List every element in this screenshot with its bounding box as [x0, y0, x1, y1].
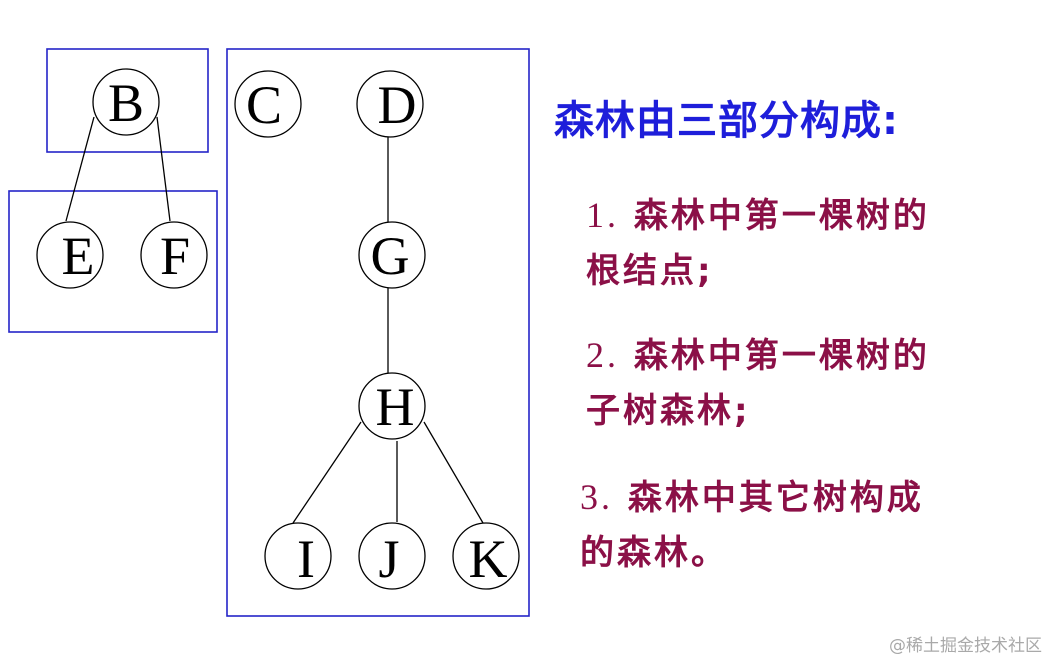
point-1-text-1: 森林中第一棵树的 — [633, 196, 930, 236]
node-f: F — [140, 221, 208, 289]
point-1-line-1: 1. 森林中第一棵树的 — [586, 188, 1026, 244]
point-3-line-1: 3. 森林中其它树构成 — [580, 470, 1020, 526]
svg-text:B: B — [108, 73, 144, 133]
svg-text:F: F — [160, 226, 190, 286]
point-3-number: 3. — [580, 477, 613, 517]
node-e: E — [36, 221, 104, 289]
edge-h-k — [423, 421, 484, 524]
node-g: G — [358, 221, 426, 289]
point-2-line-2: 子树森林; — [586, 391, 751, 431]
point-1-number: 1. — [586, 195, 619, 235]
svg-text:E: E — [62, 226, 95, 286]
edge-b-e — [65, 116, 95, 222]
other-trees-forest-box — [226, 48, 530, 617]
svg-text:J: J — [378, 529, 399, 589]
point-2: 2. 森林中第一棵树的 子树森林; — [586, 328, 1026, 439]
svg-text:H: H — [376, 377, 415, 437]
edge-b-f — [156, 116, 171, 222]
first-subtree-forest-box — [8, 190, 218, 333]
node-i: I — [264, 522, 332, 590]
point-2-text-1: 森林中第一棵树的 — [633, 336, 930, 376]
svg-text:D: D — [378, 75, 417, 135]
svg-text:K: K — [469, 529, 508, 589]
watermark: @稀土掘金技术社区 — [889, 636, 1042, 656]
point-3: 3. 森林中其它树构成 的森林。 — [580, 470, 1020, 581]
point-1: 1. 森林中第一棵树的 根结点; — [586, 188, 1026, 299]
point-3-text-1: 森林中其它树构成 — [627, 478, 924, 518]
node-j: J — [358, 522, 426, 590]
svg-text:I: I — [297, 529, 315, 589]
node-b: B — [92, 68, 160, 136]
point-2-number: 2. — [586, 335, 619, 375]
node-h: H — [358, 372, 426, 440]
node-d: D — [356, 70, 424, 138]
point-3-line-2: 的森林。 — [580, 533, 728, 573]
svg-text:C: C — [246, 75, 282, 135]
edge-h-i — [292, 421, 362, 524]
point-1-line-2: 根结点; — [586, 251, 714, 291]
node-k: K — [452, 522, 520, 590]
forest-composition-heading: 森林由三部分构成: — [554, 98, 899, 144]
svg-text:G: G — [371, 226, 410, 286]
node-c: C — [234, 70, 302, 138]
point-2-line-1: 2. 森林中第一棵树的 — [586, 328, 1026, 384]
root-box — [46, 48, 209, 153]
